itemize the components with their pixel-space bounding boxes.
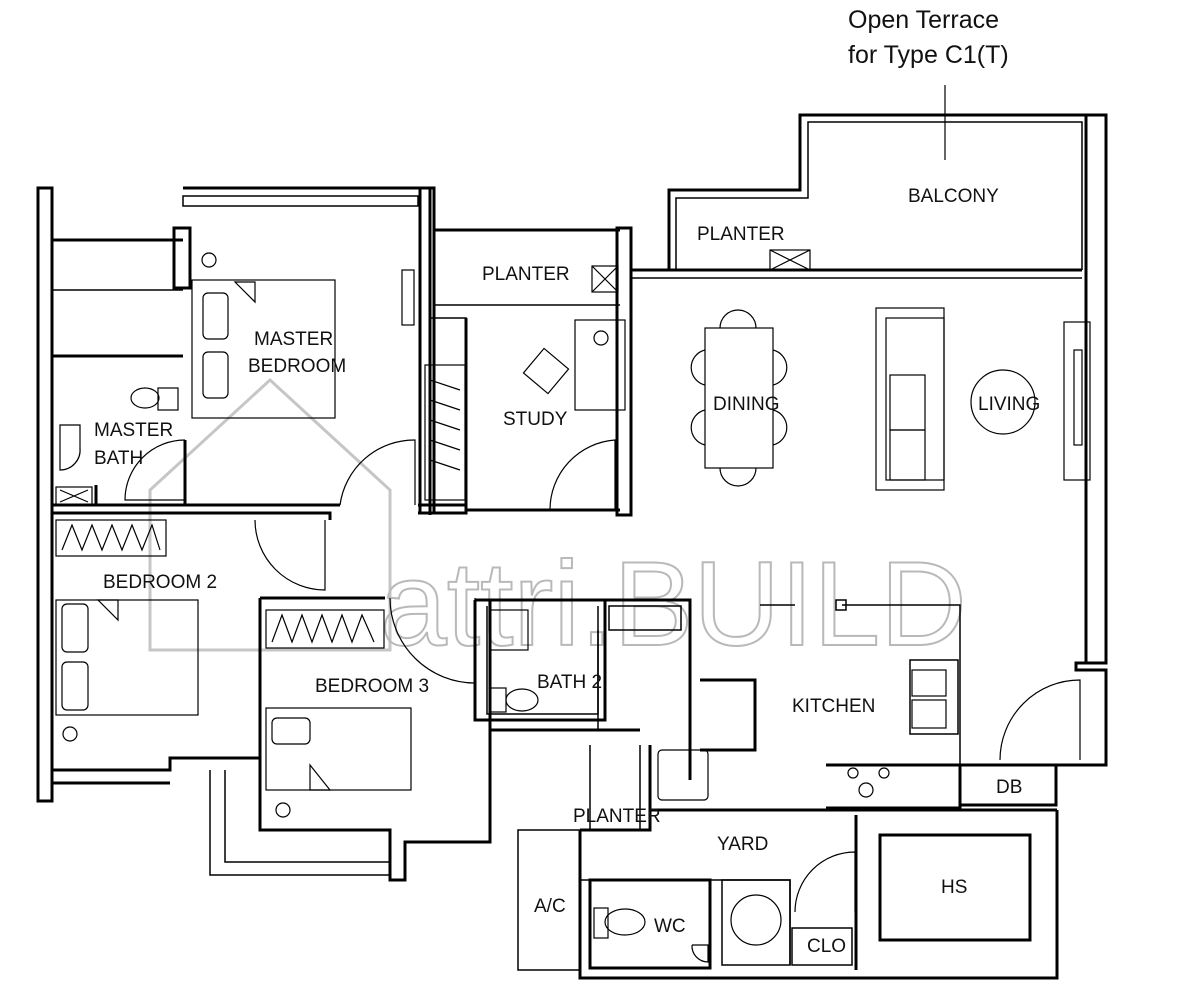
room-label-dining: DINING [713, 394, 780, 415]
note-line-2: for Type C1(T) [848, 41, 1009, 69]
room-label-bedroom-3: BEDROOM 3 [315, 676, 429, 697]
room-label-planter-top-mid: PLANTER [482, 264, 570, 285]
toilet-icon [604, 908, 646, 936]
note: Open Terrace for Type C1(T) [848, 6, 1009, 160]
room-label-balcony: BALCONY [908, 186, 999, 207]
bed-2-icon [55, 599, 199, 716]
fridge-icon [657, 749, 709, 801]
note-line-1: Open Terrace [848, 6, 999, 34]
room-label-clo: CLO [807, 936, 846, 957]
washer-icon [730, 894, 782, 946]
watermark: attri.BUILD [148, 377, 968, 672]
toilet-icon [505, 688, 539, 712]
dining-table-icon [704, 327, 774, 469]
room-label-master-bath-2: BATH [94, 448, 143, 469]
living-table-icon [970, 369, 1036, 435]
doors [124, 439, 1081, 913]
room-label-bath-2: BATH 2 [537, 672, 602, 693]
room-label-kitchen: KITCHEN [792, 696, 875, 717]
sink-icon [911, 669, 947, 697]
room-label-wc: WC [654, 916, 686, 937]
tv-console-icon [1063, 321, 1091, 481]
room-label-master-bedroom-1: MASTER [254, 329, 333, 350]
wardrobe-icon [55, 519, 167, 557]
shower-icon [55, 486, 93, 506]
light-point-icon [201, 252, 217, 268]
chair-icon [522, 347, 570, 395]
walls [36, 113, 1108, 980]
hob-icon [847, 767, 859, 779]
room-label-master-bath-1: MASTER [94, 420, 173, 441]
room-label-master-bedroom-2: BEDROOM [248, 356, 346, 377]
basin-icon [489, 609, 529, 651]
master-bed-icon [191, 279, 336, 419]
room-label-bedroom-2: BEDROOM 2 [103, 572, 217, 593]
bed-3-icon [265, 707, 412, 791]
toilet-icon [130, 387, 160, 409]
room-label-study: STUDY [503, 409, 568, 430]
watermark-text: attri.BUILD [380, 537, 967, 671]
room-label-ac: A/C [534, 896, 566, 917]
room-label-db: DB [996, 777, 1022, 798]
room-label-hs: HS [941, 877, 967, 898]
basin-icon [59, 424, 81, 471]
fixtures [55, 249, 1091, 963]
room-label-living: LIVING [978, 394, 1040, 415]
room-label-planter-top-right: PLANTER [697, 224, 785, 245]
room-labels: BALCONY PLANTER PLANTER MASTER BEDROOM M… [94, 186, 1040, 957]
room-label-yard: YARD [717, 834, 768, 855]
room-label-planter-bottom: PLANTER [573, 806, 661, 827]
